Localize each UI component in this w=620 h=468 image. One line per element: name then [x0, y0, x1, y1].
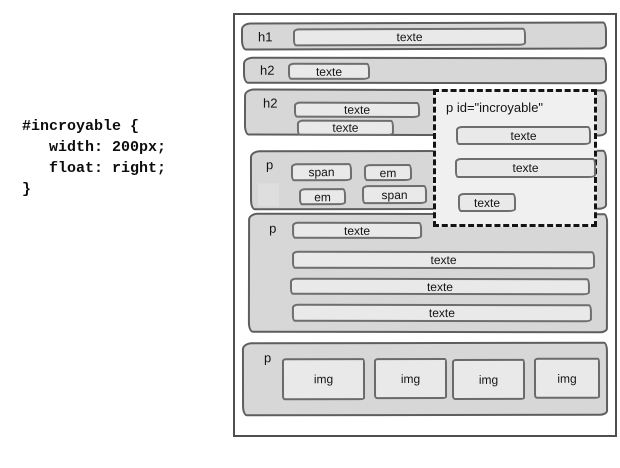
float-texte-box-1: texte	[456, 126, 591, 145]
page-container: h1 texte h2 texte h2 texte texte p span …	[233, 13, 617, 437]
img-box-1: img	[281, 358, 366, 401]
h1-texte-box: texte	[292, 27, 527, 47]
float-texte-box-2: texte	[455, 158, 596, 178]
h2-second-texte-box-2: texte	[296, 119, 394, 136]
block-h2-second-label: h2	[263, 95, 278, 111]
block-h2-first: h2 texte	[242, 56, 608, 85]
inline-anonymous-box	[258, 183, 280, 207]
block-h1-label: h1	[257, 29, 273, 45]
h2-first-texte-box: texte	[287, 62, 371, 80]
float-incroyable-title: p id="incroyable"	[446, 100, 544, 115]
block-h1: h1 texte	[240, 21, 608, 51]
block-h2-first-label: h2	[259, 62, 275, 78]
img-box-3: img	[451, 358, 526, 400]
p-text-line-4: texte	[291, 303, 592, 323]
h2-second-texte-box-1: texte	[293, 101, 421, 118]
block-p-images-label: p	[263, 350, 272, 366]
inline-em-box-2: em	[299, 188, 347, 206]
p-text-line-3: texte	[289, 277, 590, 296]
float-incroyable-box: p id="incroyable" texte texte texte	[433, 89, 597, 227]
float-texte-box-3: texte	[458, 193, 516, 212]
css-code-snippet: #incroyable { width: 200px; float: right…	[22, 118, 167, 198]
img-box-4: img	[533, 357, 601, 399]
p-text-line-2: texte	[292, 250, 596, 270]
inline-span-box-2: span	[362, 185, 428, 205]
img-box-2: img	[373, 357, 448, 400]
p-text-line-1: texte	[292, 221, 423, 239]
block-p-inline-label: p	[265, 157, 274, 173]
block-p-images: p img img img img	[241, 341, 609, 417]
inline-span-box-1: span	[290, 163, 353, 182]
inline-em-box-1: em	[363, 164, 413, 182]
block-p-text: p texte texte texte texte	[247, 212, 609, 334]
block-p-text-label: p	[269, 220, 277, 236]
